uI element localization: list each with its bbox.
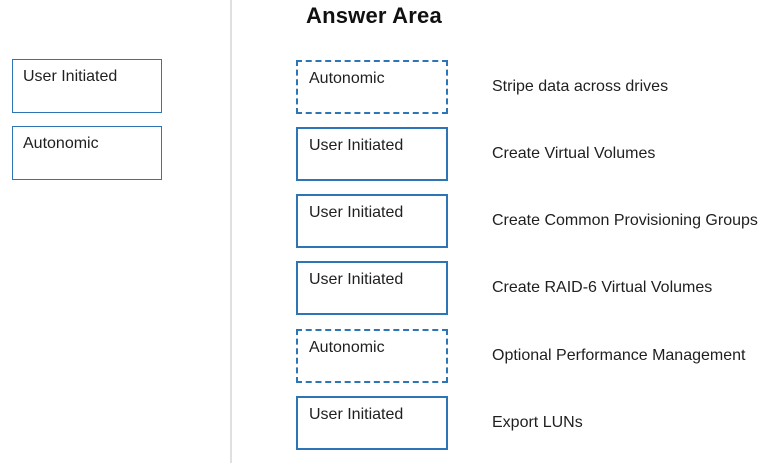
answer-row: Autonomic Optional Performance Managemen… [296, 329, 774, 383]
task-label-4: Create RAID-6 Virtual Volumes [492, 279, 713, 296]
task-label-1: Stripe data across drives [492, 78, 669, 95]
answer-row: User Initiated Create RAID-6 Virtual Vol… [296, 261, 774, 315]
task-label-5: Optional Performance Management [492, 347, 746, 364]
source-token-user-initiated[interactable]: User Initiated [12, 59, 162, 113]
answer-row: Autonomic Stripe data across drives [296, 60, 774, 114]
answer-row: User Initiated Export LUNs [296, 396, 774, 450]
task-label-2: Create Virtual Volumes [492, 145, 656, 162]
answer-row: User Initiated Create Common Provisionin… [296, 194, 774, 248]
answer-slot-5[interactable]: Autonomic [296, 329, 448, 383]
source-token-autonomic[interactable]: Autonomic [12, 126, 162, 180]
answer-area-title: Answer Area [306, 3, 442, 28]
answer-slot-4[interactable]: User Initiated [296, 261, 448, 315]
answer-slot-1[interactable]: Autonomic [296, 60, 448, 114]
answer-slot-6[interactable]: User Initiated [296, 396, 448, 450]
answer-slot-3[interactable]: User Initiated [296, 194, 448, 248]
answer-row: User Initiated Create Virtual Volumes [296, 127, 774, 181]
column-divider [230, 0, 232, 463]
task-label-3: Create Common Provisioning Groups [492, 212, 758, 229]
answer-slot-2[interactable]: User Initiated [296, 127, 448, 181]
task-label-6: Export LUNs [492, 414, 583, 431]
